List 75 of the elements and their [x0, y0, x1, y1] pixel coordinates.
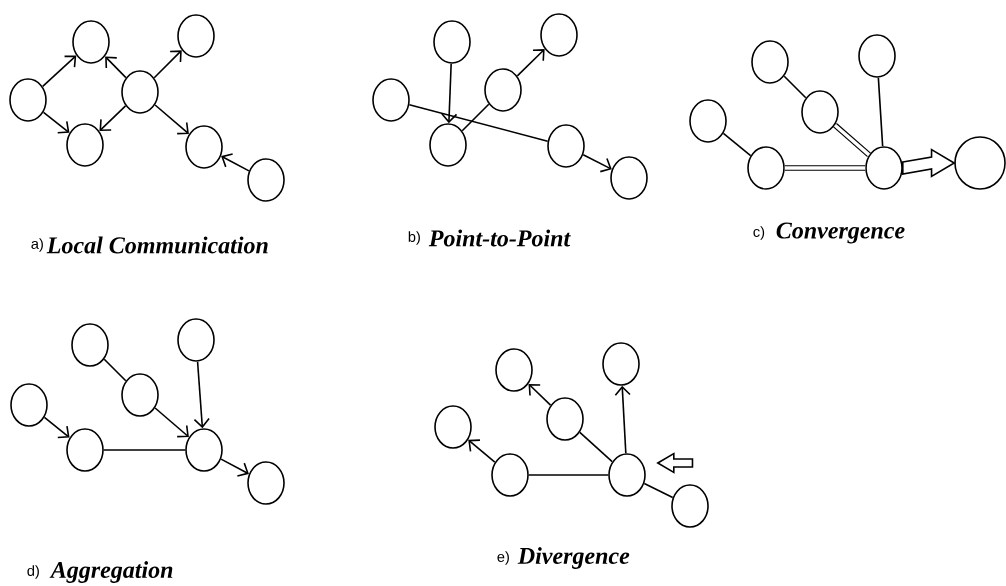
- panel-title: Local Communication: [46, 236, 268, 254]
- arrow: [516, 49, 545, 77]
- panel-letter: c): [753, 226, 765, 240]
- line: [722, 132, 752, 157]
- line: [579, 431, 613, 463]
- node-circle: [185, 125, 223, 169]
- node-circle: [608, 453, 646, 497]
- arrow: [441, 63, 458, 124]
- node-circle: [372, 78, 410, 122]
- node-circle: [495, 348, 533, 392]
- node-circle: [71, 323, 109, 367]
- node-circle: [66, 123, 104, 167]
- panel-title: Aggregation: [49, 561, 173, 583]
- arrow: [42, 111, 70, 134]
- node-circle: [121, 373, 159, 417]
- arrow: [99, 105, 127, 132]
- node-circle: [747, 146, 785, 190]
- line: [877, 76, 884, 148]
- double-line: [784, 165, 866, 171]
- node-circle: [954, 136, 1006, 190]
- node-circle: [546, 397, 584, 441]
- arrow: [41, 55, 77, 88]
- arrow: [528, 383, 552, 406]
- node-circle: [751, 40, 789, 84]
- arrow: [193, 360, 210, 429]
- arrow: [153, 50, 182, 79]
- line: [408, 104, 549, 142]
- arrow: [154, 407, 189, 438]
- line: [783, 75, 807, 99]
- node-circle: [177, 318, 215, 362]
- arrow: [614, 385, 631, 455]
- node-circle: [858, 34, 896, 78]
- node-circle: [491, 453, 529, 497]
- node-circle: [547, 124, 585, 168]
- node-circle: [671, 484, 709, 528]
- node-circle: [9, 78, 47, 122]
- node-circle: [247, 461, 285, 505]
- node-circle: [72, 20, 110, 64]
- line: [528, 474, 609, 476]
- node-circle: [602, 342, 640, 386]
- arrow: [43, 416, 70, 439]
- node-circle: [484, 68, 522, 112]
- node-circle: [689, 99, 727, 143]
- panel-title: Divergence: [517, 547, 630, 569]
- node-circle: [247, 158, 285, 202]
- double-line: [833, 122, 871, 158]
- node-circle: [434, 405, 472, 449]
- panel-title: Convergence: [776, 222, 905, 244]
- hollow-arrow: [902, 148, 956, 178]
- arrow: [105, 56, 127, 79]
- panel-letter: b): [408, 231, 420, 245]
- node-circle: [429, 123, 467, 167]
- panel-letter: a): [31, 238, 43, 252]
- arrow: [154, 104, 189, 135]
- node-circle: [801, 90, 839, 134]
- arrow: [468, 439, 496, 463]
- line: [103, 358, 127, 382]
- panel-letter: e): [497, 551, 509, 565]
- arrow: [221, 153, 250, 172]
- node-circle: [66, 428, 104, 472]
- node-circle: [121, 70, 159, 114]
- line: [103, 449, 186, 451]
- node-circle: [10, 383, 48, 427]
- panel-letter: d): [27, 565, 39, 579]
- node-circle: [433, 20, 471, 64]
- arrow: [582, 153, 612, 173]
- node-circle: [865, 146, 903, 190]
- line: [461, 103, 490, 132]
- node-circle: [540, 13, 578, 57]
- panel-title: Point-to-Point: [428, 229, 571, 247]
- arrow: [220, 458, 249, 477]
- line: [643, 482, 674, 499]
- node-circle: [185, 428, 223, 472]
- node-circle: [610, 156, 648, 200]
- node-circle: [177, 14, 215, 58]
